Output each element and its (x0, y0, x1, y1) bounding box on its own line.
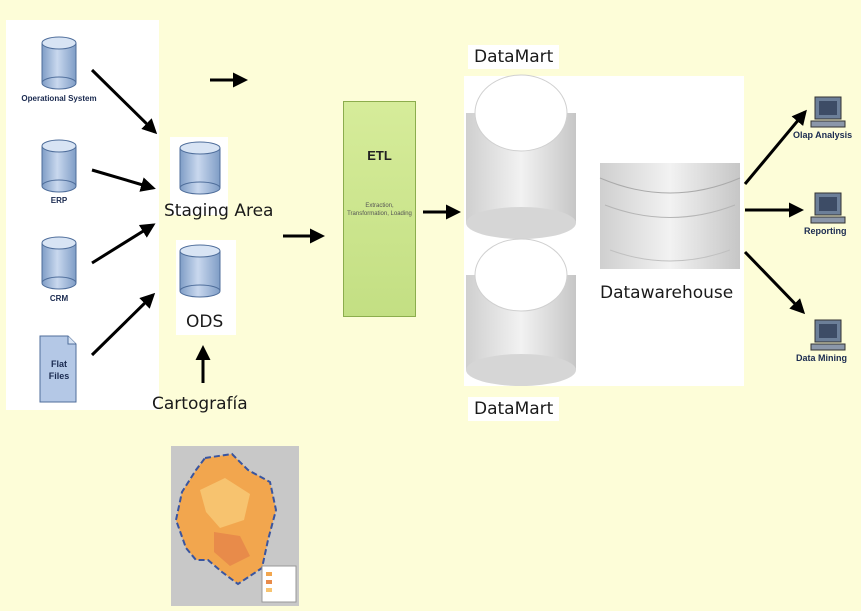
map-image (171, 446, 299, 606)
ods-db-icon (179, 244, 221, 298)
arrow-dw-to-olap (743, 109, 807, 185)
arrow-erp-to-staging (91, 168, 156, 192)
etl-box: ETL Extraction, Transformation, Loading (343, 101, 416, 317)
etl-description: Extraction, Transformation, Loading (347, 203, 412, 217)
datamart-top-icon (466, 74, 576, 239)
datawarehouse-icon (599, 163, 741, 269)
output-label-data-mining: Data Mining (796, 353, 847, 363)
arrow-crm-to-staging (91, 223, 156, 265)
datamart-bottom-icon (466, 238, 576, 386)
crm-db-icon (41, 236, 77, 290)
source-label-crm: CRM (49, 294, 69, 303)
staging-area-label: Staging Area (164, 201, 274, 221)
operational-system-db-icon (41, 36, 77, 90)
source-label-erp: ERP (50, 196, 68, 205)
cartografia-label: Cartografía (152, 394, 248, 414)
sources-panel (6, 20, 159, 410)
output-label-reporting: Reporting (804, 226, 847, 236)
ods-label: ODS (186, 312, 224, 332)
arrow-dw-to-data-mining (743, 250, 806, 315)
arrow-flatfiles-to-ods (90, 292, 156, 357)
source-label-flat-files: Flat Files (48, 359, 70, 381)
reporting-computer-icon (810, 192, 846, 224)
etl-title: ETL (367, 148, 392, 163)
datawarehouse-label: Datawarehouse (600, 283, 734, 303)
olap-computer-icon (810, 96, 846, 128)
flat-files-icon (39, 335, 77, 403)
staging-area-db-icon (179, 141, 221, 195)
data-mining-computer-icon (810, 319, 846, 351)
datamart-top-label: DataMart (468, 45, 560, 69)
output-label-olap: Olap Analysis (793, 130, 853, 140)
erp-db-icon (41, 139, 77, 193)
datamart-bottom-label: DataMart (468, 397, 560, 421)
arrow-operational-to-staging (90, 68, 158, 135)
source-label-operational: Operational System (21, 94, 97, 103)
